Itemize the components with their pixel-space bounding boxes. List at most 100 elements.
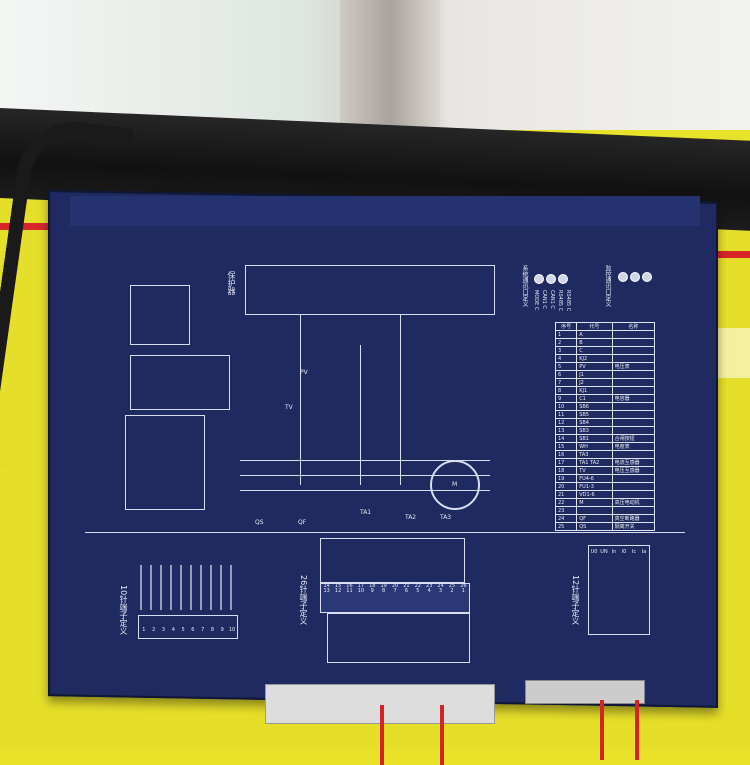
table-cell: 高压电动机 <box>611 498 656 507</box>
table-cell: 8 <box>554 386 578 395</box>
terminal-number: 12 <box>334 588 342 594</box>
table-cell: 电流互感器 <box>611 458 656 467</box>
table-cell <box>611 450 656 459</box>
table-cell <box>611 370 656 379</box>
diagram-label: TA1 <box>360 509 372 516</box>
table-cell <box>611 338 656 347</box>
table-cell: TA1 TA2 <box>576 458 613 467</box>
terminal-number: 5 <box>416 588 420 594</box>
motor-label: M <box>452 481 458 488</box>
terminal-number: 6 <box>404 588 409 594</box>
diagram-label: QS <box>255 519 264 526</box>
table-cell: J1 <box>576 370 613 379</box>
terminal-number: Ic <box>631 549 637 555</box>
terminal-10-descriptions <box>140 565 240 610</box>
comm-pin-label: CAN1 C <box>541 290 547 309</box>
protector-label: 保护器 <box>227 271 236 295</box>
wire-line <box>240 490 490 491</box>
table-cell: SB5 <box>576 410 613 419</box>
comm-pin-label: RS485 C <box>557 290 563 312</box>
table-cell: C1 <box>576 394 613 403</box>
terminal-number: 23 <box>426 583 433 589</box>
table-cell: QF <box>576 514 613 523</box>
table-cell: 7 <box>554 378 578 387</box>
table-cell: 隔离开关 <box>611 522 656 531</box>
table-header: 序号 <box>554 322 578 331</box>
table-cell <box>611 506 656 515</box>
table-cell <box>611 410 656 419</box>
table-cell: C <box>576 346 613 355</box>
terminal-number: 1 <box>461 588 465 594</box>
terminal-number: 10 <box>228 627 236 633</box>
table-cell <box>611 346 656 355</box>
terminal-number: UN <box>600 549 608 555</box>
table-cell: 3 <box>554 346 578 355</box>
terminal-number: 7 <box>393 588 397 594</box>
terminal-number: 15 <box>334 583 342 589</box>
red-wire <box>380 705 384 765</box>
diagram-label: TA3 <box>440 514 452 521</box>
table-cell: 9 <box>554 394 578 403</box>
terminal-number: 13 <box>323 588 330 594</box>
terminal-number: 18 <box>369 583 376 589</box>
comm-pin-label: CAN1 C <box>549 290 555 309</box>
divider-line <box>85 532 685 533</box>
terminal-number: 4 <box>427 588 431 594</box>
terminal-26-top-desc <box>320 538 465 583</box>
terminal-number: 7 <box>201 627 205 633</box>
table-cell: 电压互感器 <box>611 466 656 475</box>
terminal-number: 2 <box>152 627 156 633</box>
terminal-number: Ia <box>641 549 647 555</box>
panel-top-edge <box>70 196 700 226</box>
terminal-26-title: 26针端子定义 <box>299 575 308 626</box>
light-reflection <box>718 328 750 378</box>
red-stripe <box>0 223 80 230</box>
diagram-label: TA2 <box>405 514 417 521</box>
comm-port-left <box>533 270 578 289</box>
terminal-number: 24 <box>437 583 444 589</box>
table-cell: 18 <box>554 466 578 475</box>
diagram-label: TV <box>285 404 293 411</box>
terminal-number: 1 <box>142 627 146 633</box>
table-cell: 21 <box>554 490 578 499</box>
table-cell <box>611 490 656 499</box>
table-cell: 1 <box>554 330 578 339</box>
terminal-number: 4 <box>171 627 175 633</box>
table-cell: B <box>576 338 613 347</box>
terminal-number: 22 <box>414 583 421 589</box>
terminal-number: 14 <box>323 583 330 589</box>
terminal-number: 17 <box>357 583 365 589</box>
comm-port-right-title: 监控通讯口定义 <box>604 265 611 307</box>
terminal-number: 21 <box>403 583 410 589</box>
table-cell <box>611 482 656 491</box>
table-cell: SB3 <box>576 426 613 435</box>
table-cell <box>611 402 656 411</box>
red-wire <box>600 700 604 760</box>
comm-pin-label: RS485 C <box>565 290 571 312</box>
bottom-terminal-strip-right <box>525 680 645 704</box>
terminal-number: 10 <box>357 588 365 594</box>
terminal-number: 16 <box>346 583 353 589</box>
terminal-number: 8 <box>382 588 386 594</box>
table-cell: SB1 <box>576 434 613 443</box>
table-row: 23 <box>554 506 656 515</box>
table-cell: 24 <box>554 514 578 523</box>
comm-port-left-title: 系统通讯口定义 <box>521 265 528 307</box>
diagram-label: QF <box>298 519 307 526</box>
table-cell: M <box>576 498 613 507</box>
table-cell: QS <box>576 522 613 531</box>
terminal-number: 8 <box>210 627 215 633</box>
wire-line <box>360 345 361 485</box>
table-cell: 5 <box>554 362 578 371</box>
terminal-number: In <box>611 549 617 555</box>
